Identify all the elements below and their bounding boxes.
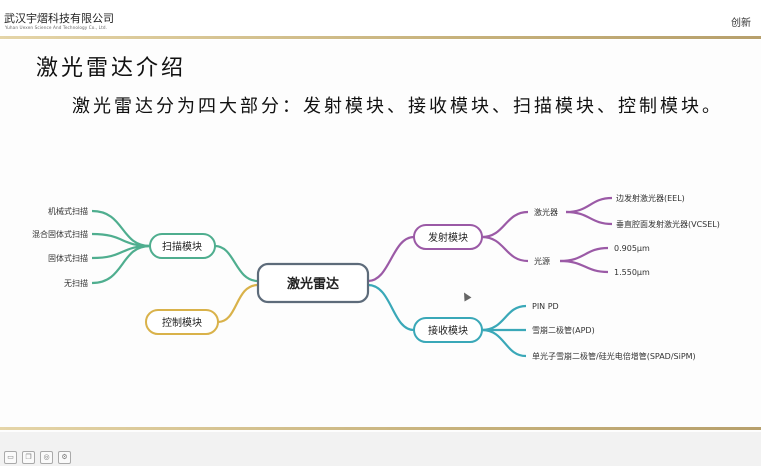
scan-item: 固体式扫描 (48, 253, 88, 263)
center-node[interactable] (256, 262, 370, 304)
slide-title: 激光雷达介绍 (36, 56, 187, 81)
presenter-toolbar (0, 432, 761, 466)
zoom-icon[interactable]: ◎ (40, 451, 53, 464)
wavelength: 0.905μm (614, 244, 650, 253)
slide-body: 激光雷达分为四大部分：发射模块、接收模块、扫描模块、控制模块。 (72, 96, 723, 117)
scan-item: 混合固体式扫描 (32, 229, 88, 239)
slide-thumb-icon[interactable]: ▭ (4, 451, 17, 464)
settings-icon[interactable]: ⚙ (58, 451, 71, 464)
header-bar: 武汉宇熠科技有限公司 Yuhan Uexen Science And Techn… (0, 0, 761, 40)
laser-label: 激光器 (534, 207, 558, 217)
receiver-item: PIN PD (532, 302, 559, 311)
scan-item: 无扫描 (64, 278, 88, 288)
scan-item: 机械式扫描 (48, 206, 88, 216)
control-module-label: 控制模块 (162, 316, 202, 329)
company-name-en: Yuhan Uexen Science And Technology Co., … (5, 25, 108, 30)
laser-type: 边发射激光器(EEL) (616, 193, 685, 203)
receive-module-label: 接收模块 (428, 324, 468, 337)
scan-connectors (91, 209, 259, 285)
receiver-item: 雪崩二极管(APD) (532, 325, 595, 335)
nav-label[interactable]: 创新 (731, 18, 751, 29)
emit-connectors (367, 196, 613, 283)
emit-module-node[interactable] (413, 224, 483, 250)
footer-divider (0, 427, 761, 430)
receiver-item: 单光子雪崩二极管/硅光电倍增管(SPAD/SiPM) (532, 351, 696, 361)
light-source-label: 光源 (534, 256, 550, 266)
scan-module-label: 扫描模块 (162, 240, 202, 253)
copy-icon[interactable]: ❐ (22, 451, 35, 464)
receive-connectors (367, 283, 527, 358)
wavelength: 1.550μm (614, 268, 650, 277)
control-module-node[interactable] (145, 309, 219, 335)
scan-module-node[interactable] (149, 233, 216, 259)
header-divider (0, 36, 761, 39)
company-name: 武汉宇熠科技有限公司 (4, 12, 114, 25)
center-label: 激光雷达 (287, 276, 339, 292)
laser-type: 垂直腔面发射激光器(VCSEL) (616, 219, 720, 229)
receive-module-node[interactable] (413, 317, 483, 343)
control-connector (217, 283, 259, 324)
emit-module-label: 发射模块 (428, 231, 468, 244)
